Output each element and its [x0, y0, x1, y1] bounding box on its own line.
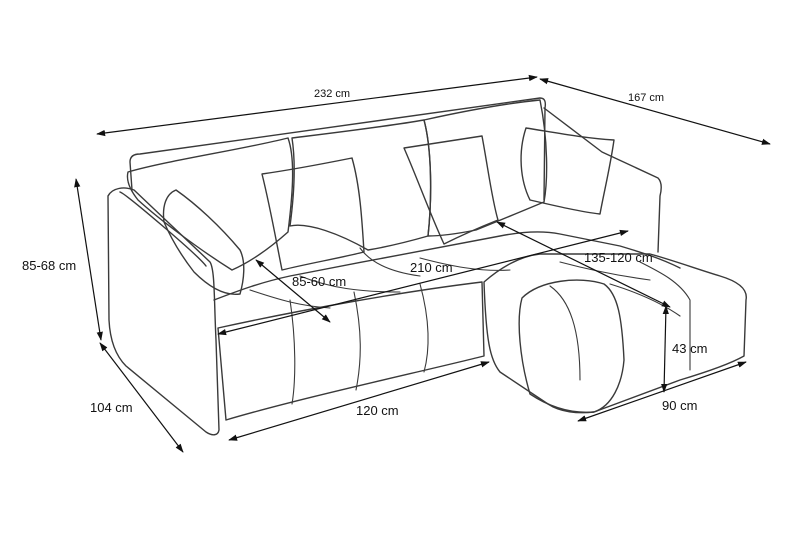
back-cushion-1: [126, 137, 294, 271]
seat-top-seam-1: [249, 289, 331, 309]
throw-pillow-3: [403, 135, 499, 245]
sleeping-height-label: 43 cm: [672, 341, 708, 356]
chaise-length-label: 167 cm: [628, 92, 665, 104]
sleeping-width-line: [217, 229, 629, 336]
sleeping-height-line: [661, 305, 669, 393]
sleeping-length-line: [496, 221, 671, 308]
chaise-seam-2: [609, 283, 681, 317]
sofa-front-line: [228, 361, 490, 441]
dimension-lines: [74, 74, 771, 453]
seat-seam-3: [419, 283, 429, 373]
chaise-top: [483, 253, 747, 414]
back-cushion-2: [289, 119, 432, 251]
left-armrest-top: [119, 191, 207, 267]
throw-pillow-2: [261, 157, 365, 271]
chaise-width-label: 90 cm: [662, 398, 698, 413]
depth-label: 104 cm: [90, 400, 133, 415]
left-armrest: [107, 187, 220, 436]
seat-front: [217, 281, 485, 421]
total-width-label: 232 cm: [314, 88, 351, 100]
sleeping-width-label: 210 cm: [410, 260, 453, 275]
height-line: [74, 178, 103, 341]
chaise-front: [518, 279, 625, 414]
chaise-seam-1: [549, 285, 581, 381]
sofa-front-label: 120 cm: [356, 403, 399, 418]
chaise-width-line: [577, 361, 747, 422]
back-cushion-3: [423, 99, 548, 237]
throw-pillow-1: [162, 189, 245, 295]
height-label: 85-68 cm: [22, 258, 77, 273]
sleeping-length-label: 135-120 cm: [584, 250, 653, 265]
back-frame: [129, 97, 547, 201]
total-width-line: [96, 74, 538, 137]
seat-seam-2: [353, 291, 361, 391]
depth-line: [99, 342, 184, 453]
throw-pillow-4: [520, 127, 615, 215]
seat-depth-label: 85-60 cm: [292, 274, 347, 289]
chaise-length-line: [539, 78, 771, 145]
right-back-frame: [543, 107, 663, 253]
